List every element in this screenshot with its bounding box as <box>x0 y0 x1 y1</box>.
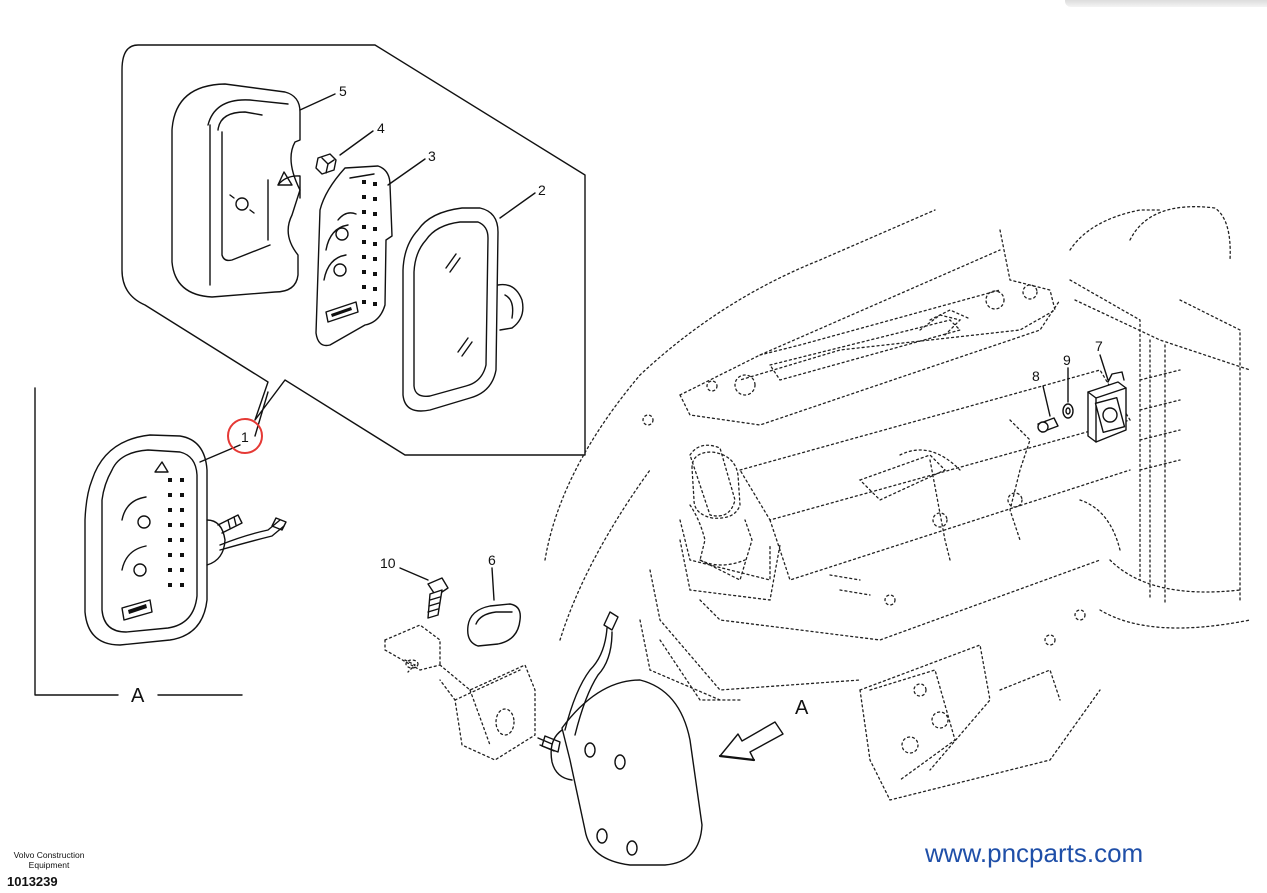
joystick <box>679 451 781 601</box>
brand-line-2: Equipment <box>28 860 70 870</box>
callout-9: 9 <box>1063 352 1071 368</box>
callout-3: 3 <box>428 148 436 164</box>
view-a-assembly <box>34 387 287 696</box>
callout-2: 2 <box>538 182 546 198</box>
view-a-label: A <box>131 685 145 707</box>
washer-part-9 <box>1062 403 1074 419</box>
assembly-indicator-dots <box>168 478 184 587</box>
callout-4: 4 <box>377 120 385 136</box>
website-watermark: www.pncparts.com <box>925 838 1144 868</box>
callout-6: 6 <box>488 552 496 568</box>
plug-part-6 <box>467 603 521 647</box>
window-corner-shadow <box>1065 0 1267 7</box>
bulb-part <box>315 153 337 175</box>
brand-label: Volvo Construction Equipment <box>4 850 94 870</box>
callout-1: 1 <box>241 429 249 445</box>
callout-5: 5 <box>339 83 347 99</box>
detail-bubble <box>121 44 586 456</box>
mounted-indicator <box>537 611 703 866</box>
callout-10: 10 <box>380 555 396 571</box>
housing-part <box>171 83 301 298</box>
view-a-arrow-label: A <box>795 697 809 719</box>
leader-lines <box>199 93 1109 601</box>
callout-8: 8 <box>1032 368 1040 384</box>
gauge-panel-indicator-dots <box>362 180 377 306</box>
cab-structure <box>544 206 1251 801</box>
bolt-part-10 <box>427 577 449 619</box>
bolt-part-8 <box>1037 417 1059 433</box>
switch-part <box>1087 371 1127 443</box>
view-a-arrow <box>718 721 784 762</box>
gauge-panel-part <box>315 165 393 347</box>
brand-line-1: Volvo Construction <box>13 850 85 860</box>
callout-1-highlight-ring <box>227 418 263 454</box>
callout-7: 7 <box>1095 338 1103 354</box>
drawing-number: 1013239 <box>7 874 58 889</box>
lens-cover-part <box>402 207 524 412</box>
mount-bracket <box>384 624 536 761</box>
